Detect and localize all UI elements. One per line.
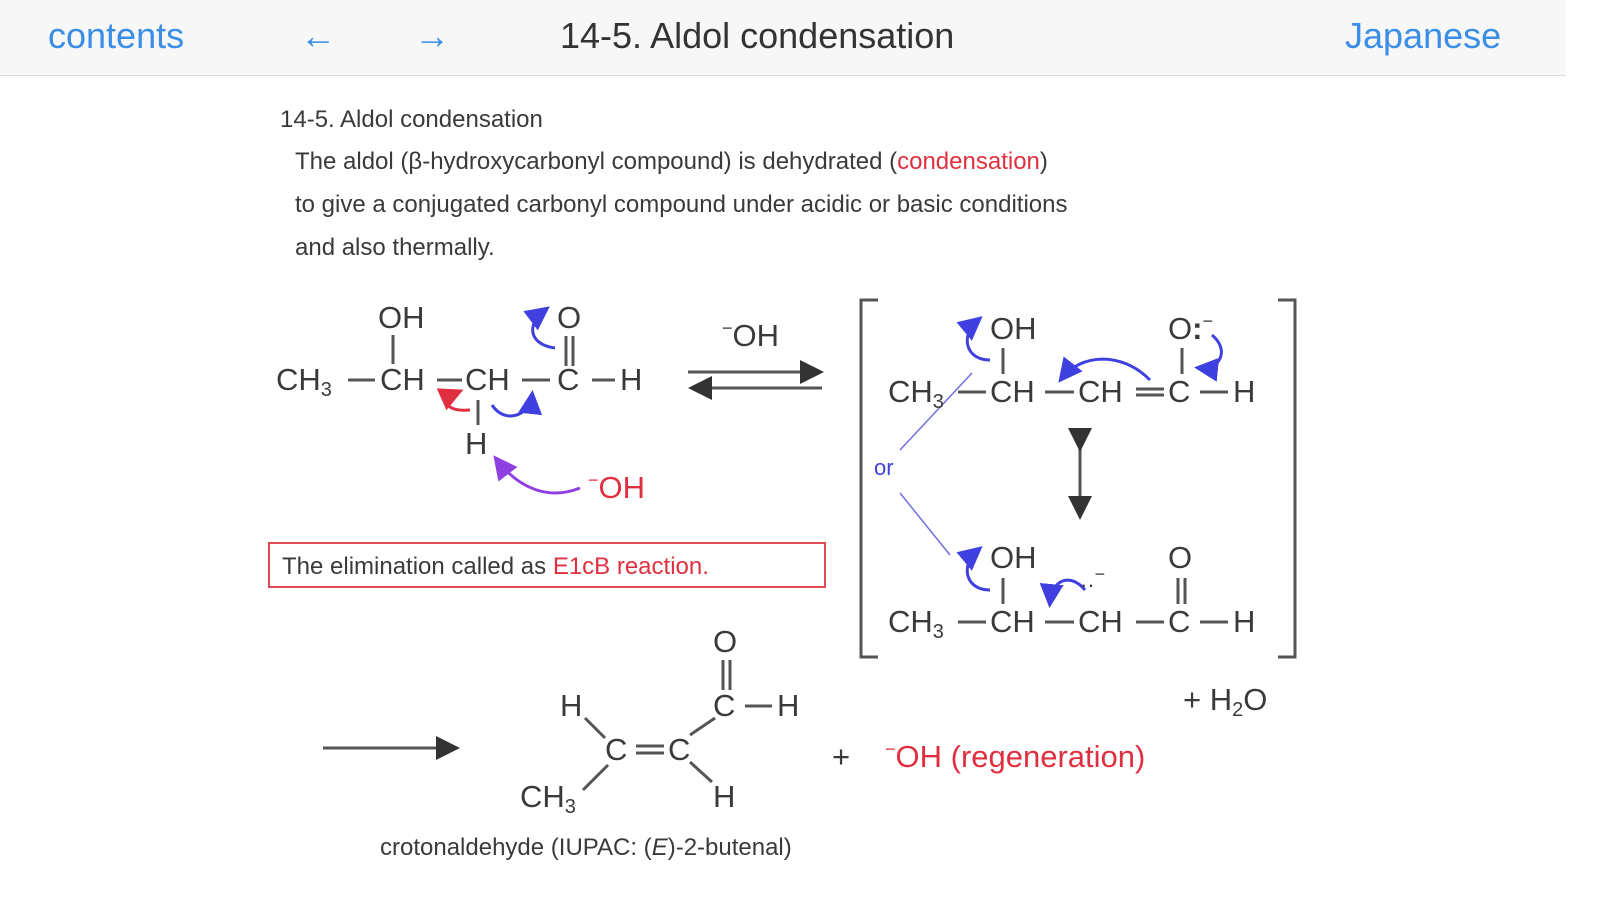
- product-caption: crotonaldehyde (IUPAC: (E)-2-butenal): [380, 834, 792, 861]
- e1cb-note-box: The elimination called as E1cB reaction.: [268, 542, 826, 588]
- japanese-link[interactable]: Japanese: [1345, 15, 1502, 56]
- water-byproduct: + H2O: [1183, 682, 1268, 721]
- text: The aldol (β-hydroxycarbonyl compound) i…: [295, 148, 898, 175]
- atom-h: H: [1233, 374, 1256, 409]
- page-title: 14-5. Aldol condensation: [560, 15, 955, 56]
- atom-c: C: [1168, 374, 1191, 409]
- paragraph-line-1: The aldol (β-hydroxycarbonyl compound) i…: [295, 150, 1048, 174]
- hydroxide-attack: −OH: [588, 470, 646, 505]
- atom-ch: CH: [380, 362, 425, 397]
- atom-o: O: [557, 300, 582, 335]
- atom-c: C: [557, 362, 580, 397]
- atom-ch3: CH3: [276, 362, 332, 401]
- atom-o: O: [1168, 540, 1193, 575]
- right-bracket: [1278, 298, 1297, 659]
- or-label: or: [874, 455, 894, 480]
- carbanion-charge: ··−: [1080, 564, 1106, 597]
- atom-ch-carbanion: CH: [1078, 604, 1123, 639]
- atom-c: C: [1168, 604, 1191, 639]
- atom-c: C: [668, 732, 691, 767]
- atom-c: C: [713, 688, 736, 723]
- atom-h: H: [777, 688, 800, 723]
- e1cb-term: E1cB reaction.: [552, 553, 709, 580]
- atom-o: O: [713, 624, 738, 659]
- prev-page-arrow[interactable]: ←: [300, 15, 336, 56]
- atom-c: C: [605, 732, 628, 767]
- atom-ch: CH: [990, 604, 1035, 639]
- paragraph-line-2: to give a conjugated carbonyl compound u…: [295, 191, 1068, 218]
- paragraph-line-3: and also thermally.: [295, 234, 495, 261]
- section-title: 14-5. Aldol condensation: [280, 106, 543, 133]
- atom-oh: OH: [378, 300, 425, 335]
- atom-h: H: [713, 779, 736, 814]
- base-reagent: −OH: [722, 318, 780, 353]
- atom-o-anion: O:−: [1168, 311, 1213, 346]
- contents-link[interactable]: contents: [48, 15, 185, 56]
- left-bracket: [859, 298, 878, 659]
- plus-sign: +: [832, 739, 851, 774]
- atom-h: H: [465, 426, 488, 461]
- top-nav-bar: contents ← → 14-5. Aldol condensation Ja…: [0, 0, 1566, 76]
- atom-ch3: CH3: [888, 374, 944, 413]
- atom-ch3: CH3: [520, 779, 576, 818]
- atom-ch: CH: [1078, 374, 1123, 409]
- atom-ch3: CH3: [888, 604, 944, 643]
- hydroxide-regeneration: −OH (regeneration): [885, 739, 1146, 774]
- atom-h: H: [1233, 604, 1256, 639]
- atom-ch: CH: [990, 374, 1035, 409]
- condensation-term: condensation: [897, 148, 1040, 175]
- note-text: The elimination called as: [282, 553, 553, 580]
- text: ): [1039, 148, 1048, 175]
- atom-oh: OH: [990, 540, 1037, 575]
- next-page-arrow[interactable]: →: [414, 15, 450, 56]
- atom-ch: CH: [465, 362, 510, 397]
- atom-h: H: [620, 362, 643, 397]
- atom-oh: OH: [990, 311, 1037, 346]
- atom-h: H: [560, 688, 583, 723]
